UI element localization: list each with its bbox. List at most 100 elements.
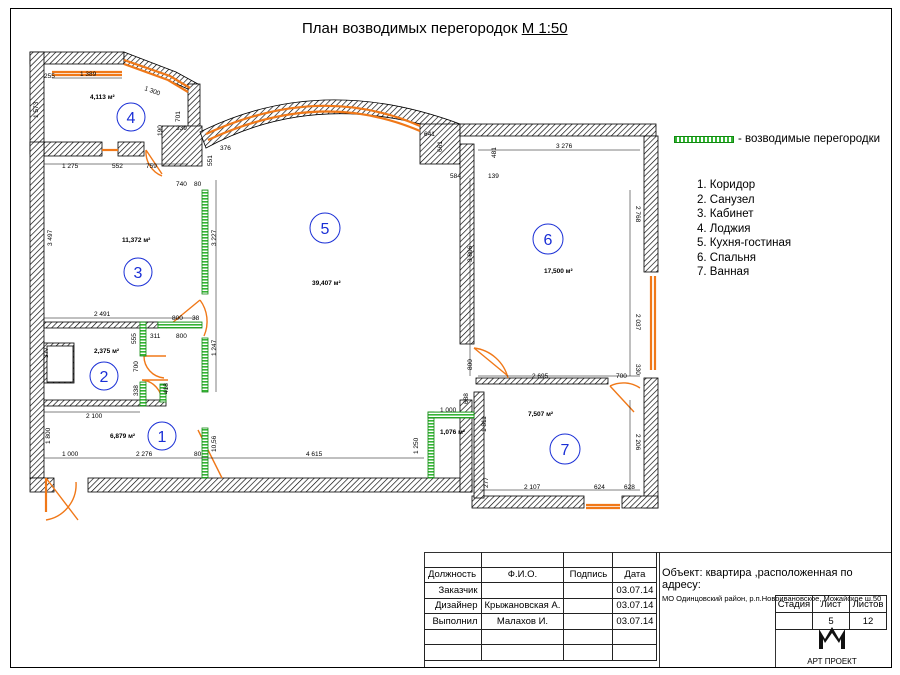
dim-label: 1 000 bbox=[62, 451, 79, 458]
legend-label: - возводимые перегородки bbox=[738, 133, 881, 145]
dim-label: 80 bbox=[194, 181, 202, 188]
room-5-number: 5 bbox=[321, 221, 330, 238]
dim-label: 759 bbox=[146, 163, 157, 170]
dim-label: 3 276 bbox=[556, 143, 573, 150]
dim-label: 1 247 bbox=[211, 339, 218, 356]
approval-row: Заказчик 03.07.14 bbox=[424, 582, 658, 599]
dim-label: 481 bbox=[491, 147, 498, 158]
title-scale: М 1:50 bbox=[521, 20, 568, 37]
dim-label: 139 bbox=[488, 173, 499, 180]
room-2-number: 2 bbox=[100, 369, 109, 386]
object-line-1: Объект: квартира ,расположенная по адрес… bbox=[662, 567, 853, 591]
dimension-labels: 1 389 1 300 1 573 255 701 339 190 1 275 … bbox=[33, 71, 641, 491]
dim-label: 330 bbox=[634, 364, 641, 375]
row-name: Малахов И. bbox=[480, 613, 565, 630]
room-6-area: 17,500 м² bbox=[544, 268, 573, 275]
object-info: Объект: квартира ,расположенная по адрес… bbox=[659, 552, 891, 603]
dim-label: 376 bbox=[220, 145, 231, 152]
dim-label: 700 bbox=[616, 373, 627, 380]
room-3-area: 11,372 м² bbox=[122, 237, 151, 244]
room-7-number: 7 bbox=[561, 442, 570, 459]
room-7-marker bbox=[549, 433, 581, 465]
row-signature bbox=[563, 597, 614, 614]
dim-label: 3 806 bbox=[467, 245, 474, 262]
dim-label: 2 768 bbox=[634, 206, 641, 223]
dim-label: 4 615 bbox=[306, 451, 323, 458]
room-1-number: 1 bbox=[158, 429, 167, 446]
dim-label: 3 497 bbox=[47, 229, 54, 246]
room-3-marker bbox=[123, 257, 153, 287]
dim-label: 688 bbox=[463, 393, 470, 404]
dimension-lines bbox=[44, 77, 640, 491]
dim-label: 339 bbox=[176, 125, 187, 132]
room-6-number: 6 bbox=[544, 232, 553, 249]
dim-label: 2 107 bbox=[524, 484, 541, 491]
windows bbox=[44, 58, 657, 512]
row-signature bbox=[563, 613, 614, 630]
dim-label: 3 227 bbox=[211, 229, 218, 246]
row-name: Крыжановская А. bbox=[480, 597, 565, 614]
dim-label: 800 bbox=[467, 359, 474, 370]
room-numbers bbox=[89, 102, 581, 465]
dim-label: 800 bbox=[172, 315, 183, 322]
dim-label: 700 bbox=[133, 361, 140, 372]
dim-label: 1 300 bbox=[143, 85, 161, 97]
dim-label: 800 bbox=[176, 333, 187, 340]
room-list-item: 1. Коридор bbox=[697, 179, 756, 191]
dim-label: 555 bbox=[131, 333, 138, 344]
dim-label: 377 bbox=[43, 347, 50, 358]
row-name bbox=[480, 582, 565, 599]
interior-walls bbox=[43, 321, 609, 499]
dim-label: 1 573 bbox=[33, 101, 40, 118]
row-position: Заказчик bbox=[424, 582, 482, 599]
logo-mark-icon bbox=[819, 627, 845, 649]
row-position: Дизайнер bbox=[424, 597, 482, 614]
dim-label: 311 bbox=[150, 333, 161, 340]
room-4-number: 4 bbox=[127, 110, 136, 127]
room-list-item: 4. Лоджия bbox=[697, 222, 751, 235]
row-date: 03.07.14 bbox=[612, 613, 658, 630]
room-5-area: 39,407 м² bbox=[312, 280, 341, 287]
dim-label: 418 bbox=[163, 383, 170, 394]
extra-area: 1,076 м² bbox=[440, 429, 466, 436]
room-2-marker bbox=[89, 361, 119, 391]
dim-label: 2 037 bbox=[634, 314, 641, 331]
room-list-item: 5. Кухня-гостиная bbox=[697, 237, 792, 249]
drawing-title: План возводимых перегородок М 1:50 bbox=[302, 20, 568, 37]
approval-row: Выполнил Малахов И. 03.07.14 bbox=[424, 613, 658, 630]
dim-label: 1 811 bbox=[481, 416, 488, 432]
dim-label: 2 206 bbox=[634, 434, 641, 451]
dim-label: 2 695 bbox=[532, 373, 549, 380]
approval-table: Должность Ф.И.О. Подпись Дата Заказчик 0… bbox=[424, 552, 658, 661]
dim-label: 661 bbox=[437, 141, 444, 152]
object-line-2: МО Одинцовский район, р.п.Новоивановское… bbox=[662, 594, 882, 603]
dim-label: 1 250 bbox=[413, 437, 420, 454]
dim-label: 2 491 bbox=[94, 311, 111, 318]
approval-row: Дизайнер Крыжановская А. 03.07.14 bbox=[424, 597, 658, 614]
dim-label: 641 bbox=[424, 131, 435, 138]
room-list: 1. Коридор 2. Санузел 3. Кабинет 4. Лодж… bbox=[697, 178, 791, 280]
stage-header: Стадия bbox=[775, 595, 813, 613]
dim-label: 277 bbox=[483, 477, 490, 488]
title-text: План возводимых перегородок bbox=[302, 20, 518, 37]
dim-label: 338 bbox=[133, 385, 140, 396]
row-date: 03.07.14 bbox=[612, 597, 658, 614]
dim-label: 551 bbox=[207, 155, 214, 166]
header-name: Ф.И.О. bbox=[480, 566, 565, 583]
dim-label: 1 389 bbox=[80, 71, 97, 78]
new-partition-swatch bbox=[674, 135, 734, 143]
room-5-marker bbox=[309, 212, 341, 244]
room-4-area: 4,113 м² bbox=[90, 94, 116, 101]
dim-label: 80 bbox=[194, 451, 202, 458]
sheet-header: Лист bbox=[812, 595, 850, 613]
dim-label: 1 000 bbox=[440, 407, 457, 414]
room-3-number: 3 bbox=[134, 265, 143, 282]
dim-label: 38 bbox=[192, 315, 200, 322]
dim-label: 2 100 bbox=[86, 413, 103, 420]
dim-label: 2 276 bbox=[136, 451, 153, 458]
header-position: Должность bbox=[424, 566, 482, 583]
room-1-marker bbox=[147, 421, 177, 451]
company-logo: АРТ ПРОЕКТ bbox=[807, 625, 857, 666]
room-1-area: 6,879 м² bbox=[110, 433, 136, 440]
